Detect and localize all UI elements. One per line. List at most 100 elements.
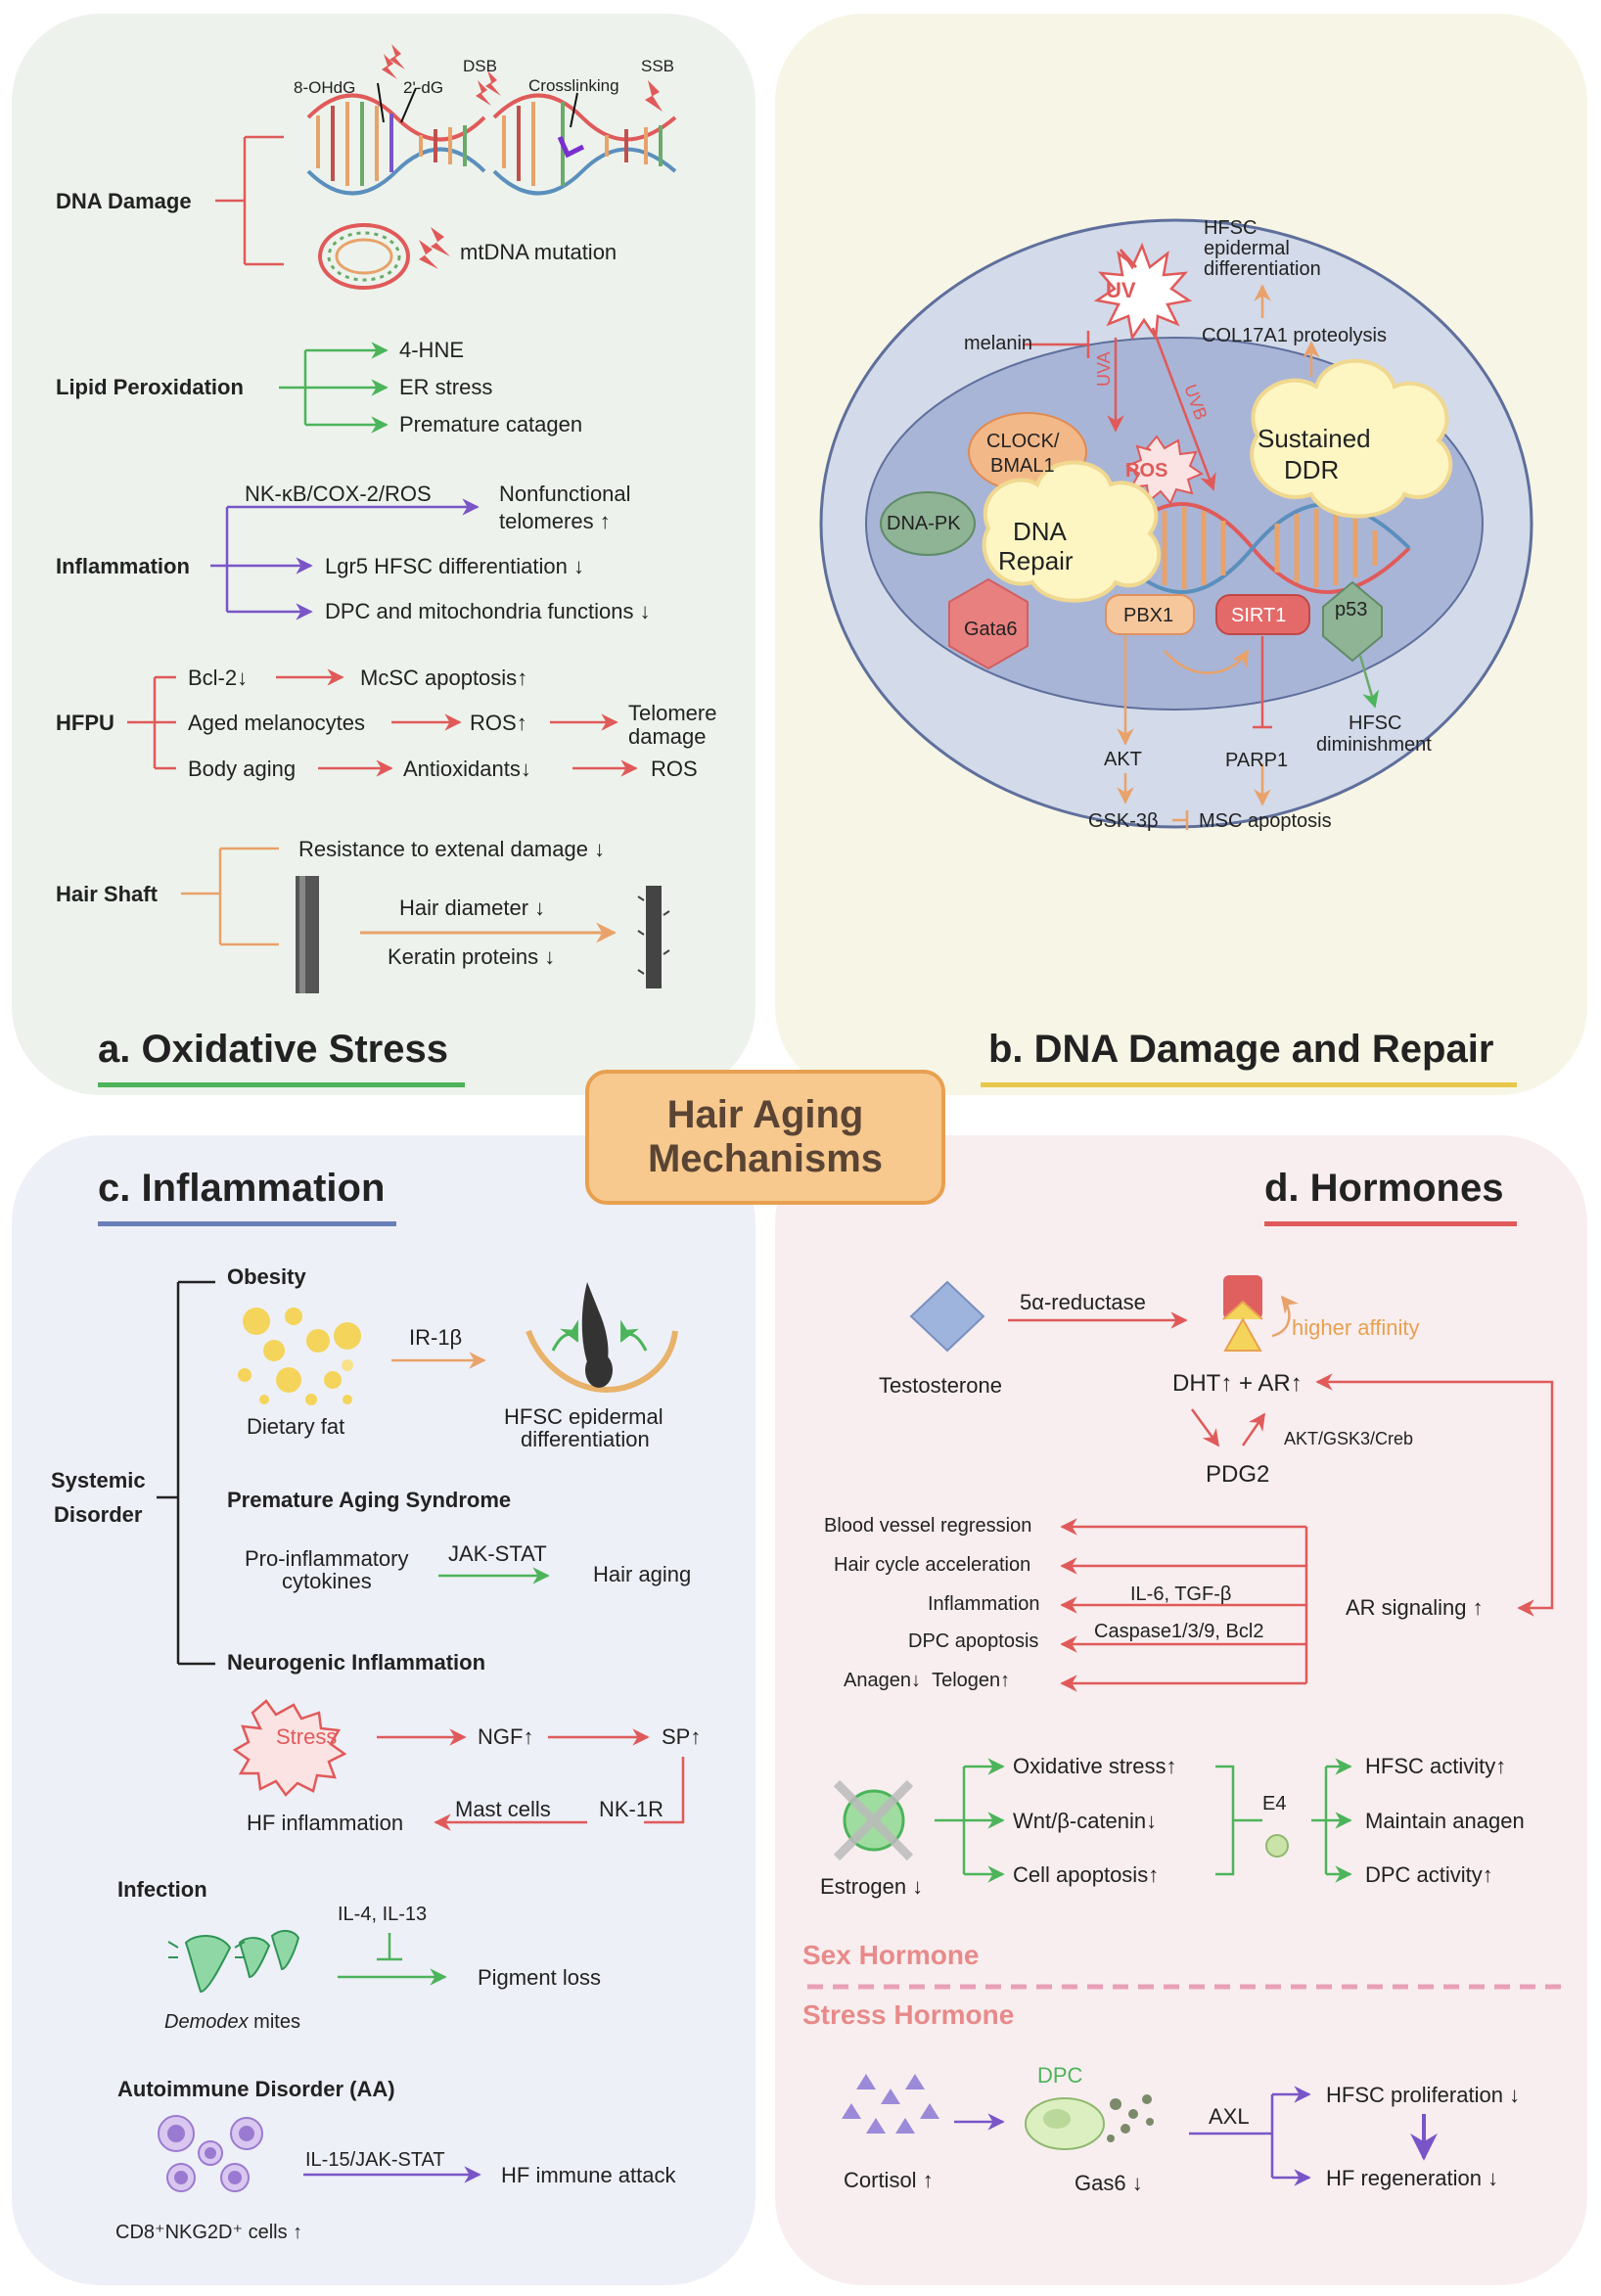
estrogen-arrows xyxy=(935,1758,1352,1883)
gata6-label: Gata6 xyxy=(964,619,1018,640)
stress-label: Stress xyxy=(276,1724,338,1749)
inflammation-path: NK-κB/COX-2/ROS xyxy=(245,482,432,506)
maintain-anagen-item: Maintain anagen xyxy=(1365,1809,1525,1833)
melanin-label: melanin xyxy=(964,333,1033,354)
ssb-label: SSB xyxy=(641,57,675,75)
stress-hormone-label: Stress Hormone xyxy=(802,1999,1015,2030)
dietary-fat-icon xyxy=(238,1308,361,1405)
inflammation-label: Inflammation xyxy=(56,554,190,578)
pigment-loss-label: Pigment loss xyxy=(478,1965,601,1990)
anagen-telogen-label: Anagen↓ Telogen↑ xyxy=(844,1670,1011,1691)
wnt-item: Wnt/β-catenin↓ xyxy=(1013,1809,1158,1833)
e4-icon xyxy=(1265,1834,1289,1858)
ar-signaling-label: AR signaling ↑ xyxy=(1346,1595,1484,1620)
systemic-line2: Disorder xyxy=(54,1502,143,1527)
estrogen-icon xyxy=(833,1779,914,1861)
pbx1-label: PBX1 xyxy=(1123,605,1174,626)
hfpu-label: HFPU xyxy=(56,711,114,735)
telomere-damage-line2: damage xyxy=(628,724,707,749)
gata6-hexagon xyxy=(948,577,1029,670)
infection-label: Infection xyxy=(117,1877,207,1902)
inflammation-arrows xyxy=(210,498,480,620)
body-aging-item: Body aging xyxy=(188,757,297,781)
panel-b-arrows xyxy=(1023,284,1380,830)
panel-b-title: b. DNA Damage and Repair xyxy=(988,1028,1494,1071)
clock-line2: BMAL1 xyxy=(990,455,1055,477)
dna-helix-crosslink-icon xyxy=(492,92,677,196)
sp-label: SP↑ xyxy=(662,1724,702,1749)
testosterone-label: Testosterone xyxy=(879,1373,1002,1398)
oxidative-stress-item: Oxidative stress↑ xyxy=(1013,1754,1177,1778)
ros-item-1: ROS↑ xyxy=(470,711,527,735)
hfsc-activity-item: HFSC activity↑ xyxy=(1365,1754,1507,1778)
damaged-hair-shaft-icon xyxy=(646,886,662,988)
hair-shaft-label: Hair Shaft xyxy=(56,882,158,906)
infection-arrow xyxy=(338,1933,447,1986)
dpc-label: DPC xyxy=(1037,2063,1083,2088)
hfsc-epidermal-line1: HFSC epidermal xyxy=(504,1404,663,1429)
panel-c-underline xyxy=(98,1221,396,1226)
axl-label: AXL xyxy=(1209,2104,1250,2129)
ros-burst-icon xyxy=(1124,435,1205,505)
telomeres-line2: telomeres ↑ xyxy=(499,509,611,533)
p53-label: p53 xyxy=(1335,599,1368,620)
panel-c-title: c. Inflammation xyxy=(98,1167,386,1210)
dna-damage-bracket xyxy=(215,135,284,266)
lipid-item-1: 4-HNE xyxy=(399,338,465,362)
center-title-box: Hair Aging Mechanisms xyxy=(585,1070,945,1205)
resistance-item: Resistance to extenal damage ↓ xyxy=(298,837,606,861)
ohdg-label: 8-OHdG xyxy=(294,78,356,97)
col17-label: COL17A1 proteolysis xyxy=(1202,325,1387,346)
dna-repair-cloud xyxy=(982,460,1162,603)
center-title-line1: Hair Aging xyxy=(666,1093,864,1136)
telomeres-line1: Nonfunctional xyxy=(499,482,631,506)
dht-ar-label: DHT↑ + AR↑ xyxy=(1172,1370,1303,1397)
pbx1-node xyxy=(1105,594,1195,635)
panel-a-underline xyxy=(98,1082,465,1087)
mast-cells-label: Mast cells xyxy=(455,1797,551,1821)
hf-immune-label: HF immune attack xyxy=(501,2163,676,2187)
panel-d-red-arrows xyxy=(1060,1373,1554,1692)
autoimmune-label: Autoimmune Disorder (AA) xyxy=(117,2077,395,2101)
pdg2-label: PDG2 xyxy=(1206,1461,1270,1488)
effect-hair-cycle: Hair cycle acceleration xyxy=(834,1554,1031,1576)
demodex-label: Demodex mites xyxy=(164,2011,300,2033)
mtdna-ring-icon xyxy=(318,223,410,290)
effect-blood-vessel: Blood vessel regression xyxy=(824,1515,1032,1537)
antioxidants-item: Antioxidants↓ xyxy=(403,757,531,781)
dna-repair-line2: Repair xyxy=(998,546,1074,575)
gsk-label: GSK-3β xyxy=(1088,810,1159,832)
caspase-label: Caspase1/3/9, Bcl2 xyxy=(1094,1621,1264,1642)
hf-regeneration-label: HF regeneration ↓ xyxy=(1326,2166,1499,2190)
lipid-label: Lipid Peroxidation xyxy=(56,375,244,399)
sustained-line2: DDR xyxy=(1284,455,1340,484)
stress-burst-icon xyxy=(232,1699,347,1797)
dna-pk-label: DNA-PK xyxy=(887,513,961,534)
ros-item-2: ROS xyxy=(651,757,698,781)
ngf-label: NGF↑ xyxy=(478,1724,534,1749)
msc-label: MSC apoptosis xyxy=(1199,810,1332,832)
hfpu-arrows xyxy=(127,668,638,777)
effect-inflammation: Inflammation xyxy=(928,1593,1040,1615)
sustained-ddr-cloud xyxy=(1250,358,1453,519)
lipid-item-3: Premature catagen xyxy=(399,412,583,436)
testosterone-diamond-icon xyxy=(909,1280,985,1353)
dna-helix-icon xyxy=(306,82,486,196)
e4-label: E4 xyxy=(1262,1793,1287,1814)
lgr5-item: Lgr5 HFSC differentiation ↓ xyxy=(325,554,584,578)
stress-hormone-arrows xyxy=(1189,2086,1438,2186)
reductase-label: 5α-reductase xyxy=(1020,1290,1146,1314)
sustained-line1: Sustained xyxy=(1258,424,1371,453)
dsb-label: DSB xyxy=(463,57,497,75)
sirt1-label: SIRT1 xyxy=(1231,605,1287,626)
sex-hormone-label: Sex Hormone xyxy=(802,1940,980,1970)
demodex-mite-icons xyxy=(167,1930,300,1994)
telomere-damage-line1: Telomere xyxy=(628,701,717,725)
uv-label: UV xyxy=(1106,278,1136,302)
lipid-item-2: ER stress xyxy=(399,375,493,399)
cell-apoptosis-item: Cell apoptosis↑ xyxy=(1013,1862,1160,1887)
jak-stat-label: JAK-STAT xyxy=(448,1541,547,1566)
nk1r-label: NK-1R xyxy=(599,1797,664,1821)
cd8-label: CD8⁺NKG2D⁺ cells ↑ xyxy=(115,2222,303,2243)
